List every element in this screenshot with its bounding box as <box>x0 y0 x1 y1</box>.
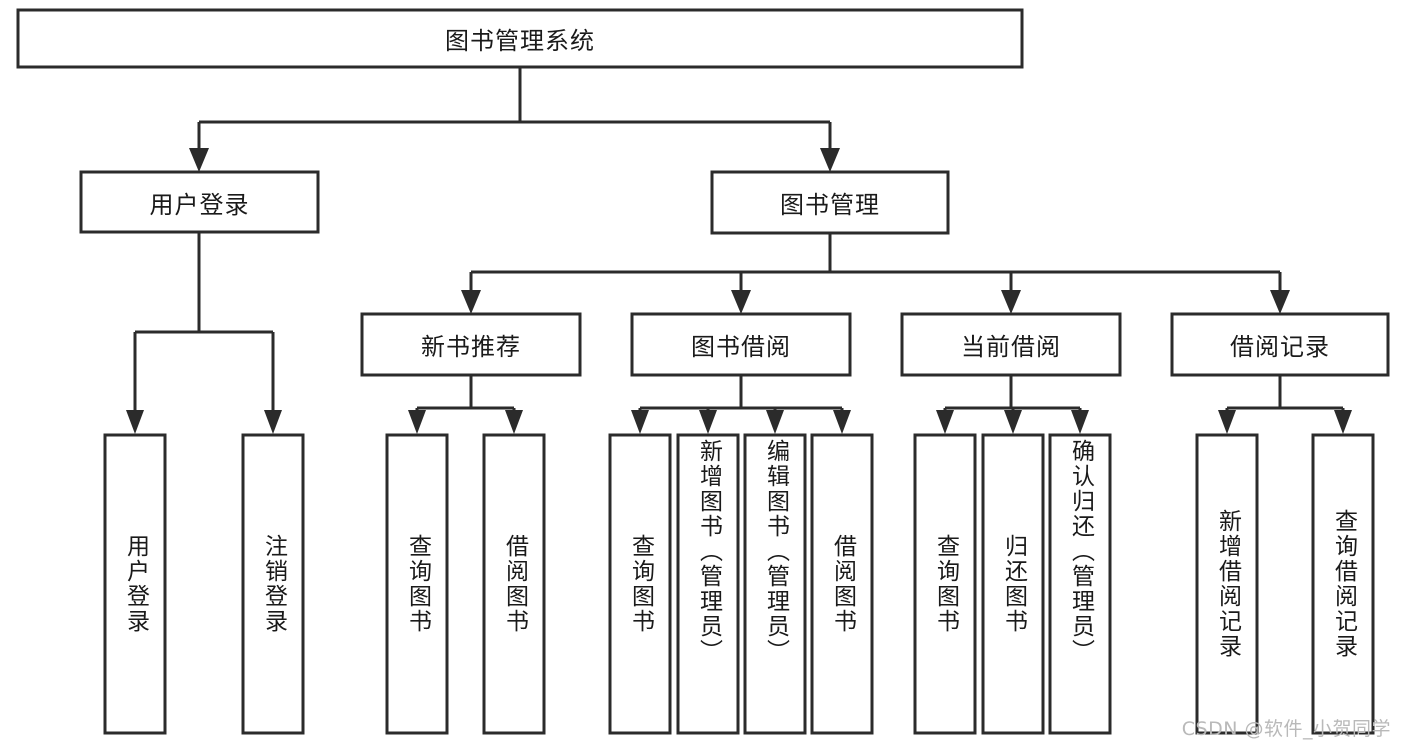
arrowhead-leaf-borrow-book-1 <box>505 410 523 434</box>
node-box-leaf-user-login[interactable] <box>103 433 167 735</box>
arrowhead-book-borrow <box>731 290 751 314</box>
node-box-leaf-borrow-book-1[interactable] <box>482 433 546 735</box>
node-box-leaf-add-record[interactable] <box>1195 433 1259 735</box>
node-box-root[interactable] <box>16 8 1024 69</box>
node-box-borrow-record[interactable] <box>1170 312 1390 377</box>
node-box-current-borrow[interactable] <box>900 312 1122 377</box>
node-box-leaf-query-book-2[interactable] <box>608 433 672 735</box>
arrowhead-leaf-add-record <box>1218 410 1236 434</box>
node-box-leaf-query-record[interactable] <box>1311 433 1375 735</box>
arrowhead-leaf-borrow-book-2 <box>833 410 851 434</box>
node-box-book-borrow[interactable] <box>630 312 852 377</box>
arrowhead-leaf-query-book-3 <box>936 410 954 434</box>
node-box-leaf-query-book-3[interactable] <box>913 433 977 735</box>
arrowhead-user-login <box>189 148 209 172</box>
node-box-leaf-return-book[interactable] <box>981 433 1045 735</box>
arrowhead-current-borrow <box>1001 290 1021 314</box>
node-box-book-management[interactable] <box>710 170 950 235</box>
node-box-leaf-borrow-book-2[interactable] <box>810 433 874 735</box>
arrowhead-leaf-add-book <box>699 410 717 434</box>
arrowhead-leaf-edit-book <box>766 410 784 434</box>
arrowhead-leaf-query-book-1 <box>408 410 426 434</box>
node-box-leaf-confirm-return[interactable] <box>1048 433 1112 735</box>
node-box-user-login[interactable] <box>79 170 320 234</box>
node-box-leaf-add-book[interactable] <box>676 433 740 735</box>
arrowhead-leaf-user-login <box>126 410 144 434</box>
arrowhead-leaf-return-book <box>1004 410 1022 434</box>
arrowhead-leaf-query-record <box>1334 410 1352 434</box>
arrowhead-book-management <box>820 148 840 172</box>
node-box-new-book-recommend[interactable] <box>360 312 582 377</box>
arrowhead-leaf-query-book-2 <box>631 410 649 434</box>
node-box-leaf-query-book-1[interactable] <box>385 433 449 735</box>
node-box-leaf-edit-book[interactable] <box>743 433 807 735</box>
arrowhead-leaf-logout-login <box>264 410 282 434</box>
arrowhead-new-book-recommend <box>461 290 481 314</box>
arrowhead-leaf-confirm-return <box>1071 410 1089 434</box>
arrowhead-borrow-record <box>1270 290 1290 314</box>
node-box-leaf-logout-login[interactable] <box>241 433 305 735</box>
